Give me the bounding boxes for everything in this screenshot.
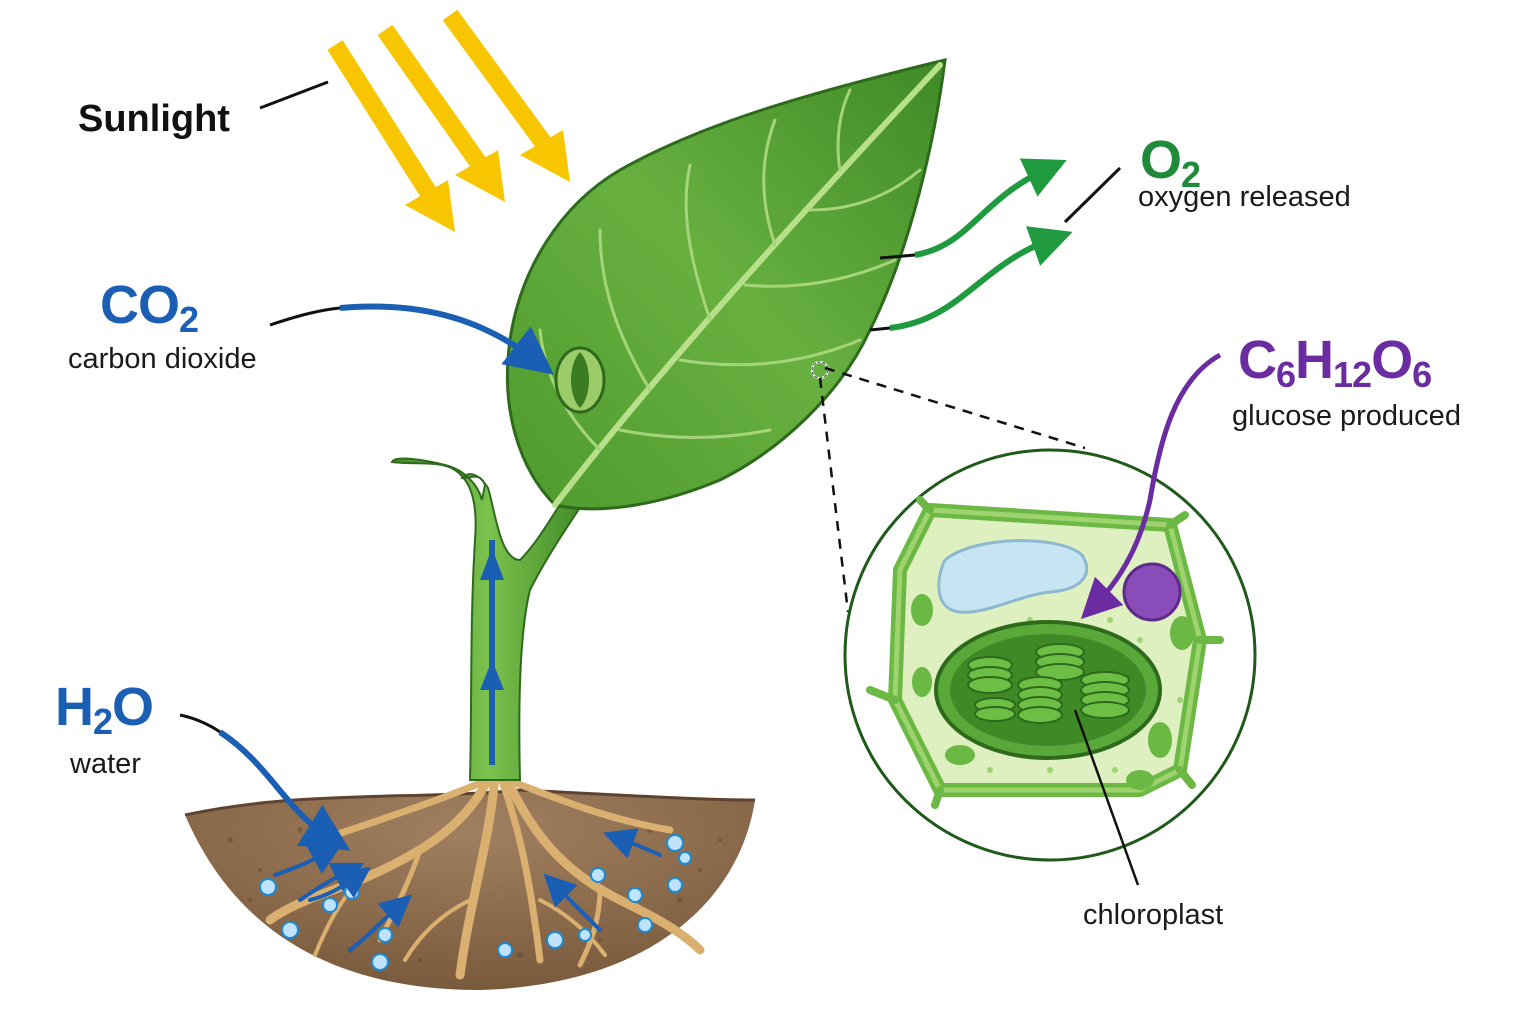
plant-cell: [866, 496, 1224, 809]
glucose-description: glucose produced: [1232, 400, 1461, 432]
glucose-c: C: [1238, 330, 1277, 390]
o2-formula-main: O: [1140, 130, 1182, 190]
h2o-description: water: [70, 748, 141, 780]
glucose-h-sub: 12: [1333, 354, 1372, 395]
sunlight-ray: [327, 40, 455, 232]
zoom-callout: [811, 361, 1086, 613]
o2-formula: O2: [1140, 130, 1201, 193]
co2-formula: CO2: [100, 275, 199, 338]
sunlight-ray: [377, 24, 505, 202]
xylem-arrows: [480, 540, 504, 765]
chloroplast: [934, 620, 1162, 760]
glucose-h: H: [1295, 330, 1334, 390]
sunlight-rays: [327, 9, 570, 232]
leaf: [506, 58, 947, 511]
stem: [390, 457, 587, 781]
sunlight-ray: [442, 9, 570, 182]
h2o-arrow: [179, 713, 351, 851]
h2o-h: H: [55, 677, 94, 737]
chloroplast-leader: [1073, 709, 1140, 886]
o2-description: oxygen released: [1138, 181, 1351, 213]
grana-stacks: [967, 643, 1130, 724]
glucose-arrow: [1080, 352, 1222, 620]
chloroplast-label: chloroplast: [1083, 899, 1224, 931]
stoma: [554, 346, 606, 414]
glucose-c-sub: 6: [1276, 354, 1296, 395]
co2-arrow: [269, 303, 554, 375]
co2-formula-sub: 2: [179, 299, 199, 340]
glucose-formula: C6H12O6: [1238, 330, 1432, 393]
sunlight-label: Sunlight: [78, 98, 230, 140]
co2-formula-main: CO: [100, 275, 180, 335]
glucose-o: O: [1371, 330, 1413, 390]
water-intake-arrows: [273, 828, 662, 952]
sunlight-leader: [259, 80, 329, 110]
plant-cell-view: [843, 448, 1257, 862]
h2o-o: O: [112, 677, 154, 737]
o2-arrows: [869, 158, 1122, 332]
h2o-h-sub: 2: [93, 701, 113, 742]
h2o-formula: H2O: [55, 677, 154, 740]
glucose-o-sub: 6: [1412, 354, 1432, 395]
o2-formula-sub: 2: [1181, 154, 1201, 195]
co2-description: carbon dioxide: [68, 343, 257, 375]
